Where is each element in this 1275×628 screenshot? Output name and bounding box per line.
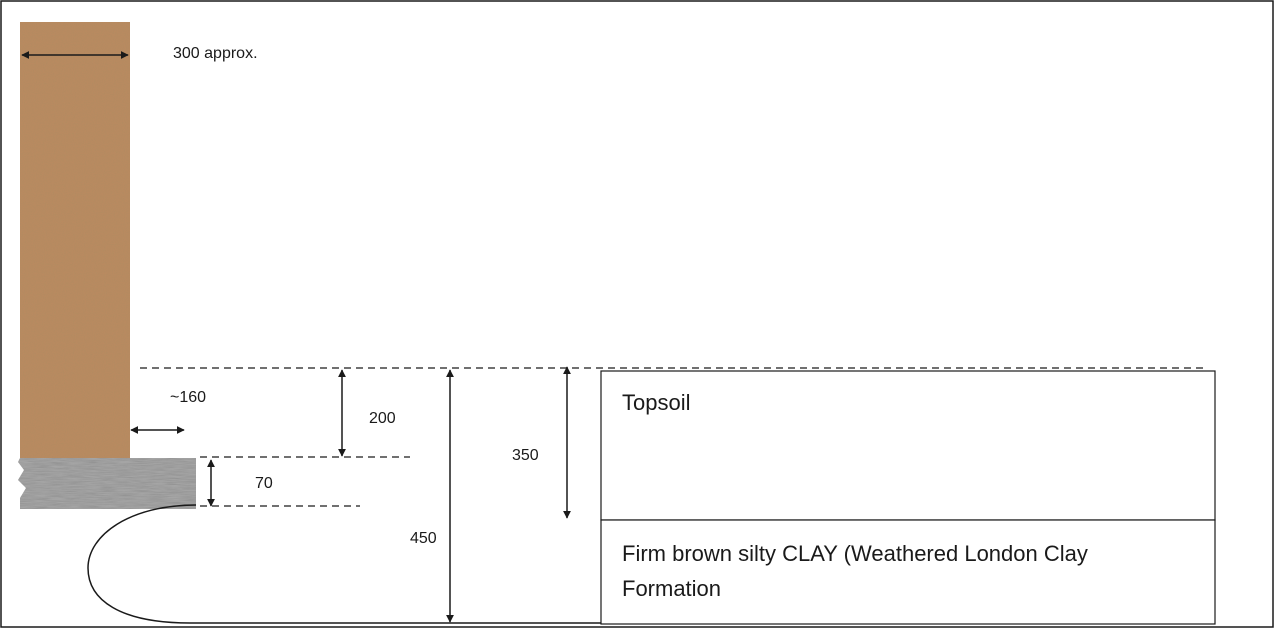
clay-cell xyxy=(600,519,1216,625)
topsoil-cell xyxy=(600,370,1216,521)
depth-70-label: 70 xyxy=(255,475,273,492)
depth-200-label: 200 xyxy=(369,410,396,427)
clay-label-line1: Firm brown silty CLAY (Weathered London … xyxy=(622,541,1088,566)
depth-450-label: 450 xyxy=(410,530,437,547)
excavation-profile xyxy=(87,504,612,624)
wall-column xyxy=(20,22,130,460)
strata-log: Topsoil Firm brown silty CLAY (Weathered… xyxy=(600,370,1216,625)
clay-label-line2: Formation xyxy=(622,576,721,601)
footing-slab xyxy=(18,458,196,509)
topsoil-label: Topsoil xyxy=(622,390,690,415)
setback-label: ~160 xyxy=(170,389,206,406)
wall-width-label: 300 approx. xyxy=(173,45,258,62)
depth-350-label: 350 xyxy=(512,447,539,464)
